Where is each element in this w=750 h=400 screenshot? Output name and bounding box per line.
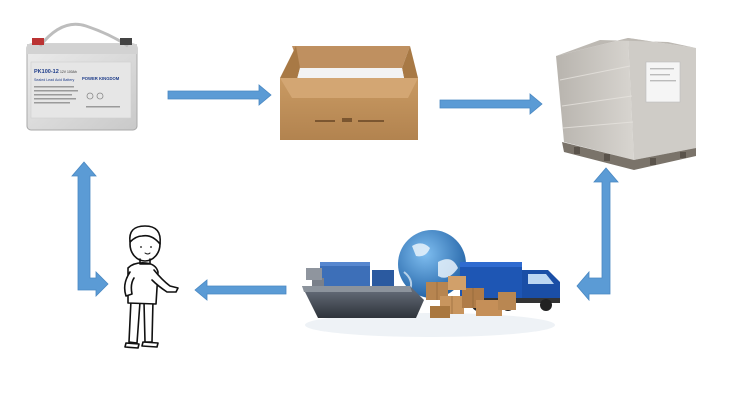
cargo-ship-icon [302, 262, 424, 318]
arrow-battery-to-carton [167, 84, 272, 106]
battery-brand-text: POWER KINGDOM [82, 76, 120, 81]
customer-person-icon [123, 225, 179, 349]
flow-arrows [71, 84, 619, 302]
arrow-customer-to-battery [71, 161, 109, 297]
arrow-shipping-to-customer [194, 279, 287, 301]
palletized-cargo-image [556, 38, 696, 170]
carton-box-image [280, 46, 418, 140]
shipping-logistics-image [302, 230, 560, 337]
battery-spec-text: 12V 100Ah [60, 70, 77, 74]
battery-model-text: PK100-12 [34, 69, 59, 75]
arrow-carton-to-pallet [439, 93, 543, 115]
battery-type-text: Sealed Lead Acid Battery [34, 78, 75, 82]
arrow-pallet-to-shipping [576, 167, 619, 302]
battery-image: PK100-12 12V 100Ah Sealed Lead Acid Batt… [26, 22, 138, 131]
parcel-boxes-icon [426, 276, 516, 318]
